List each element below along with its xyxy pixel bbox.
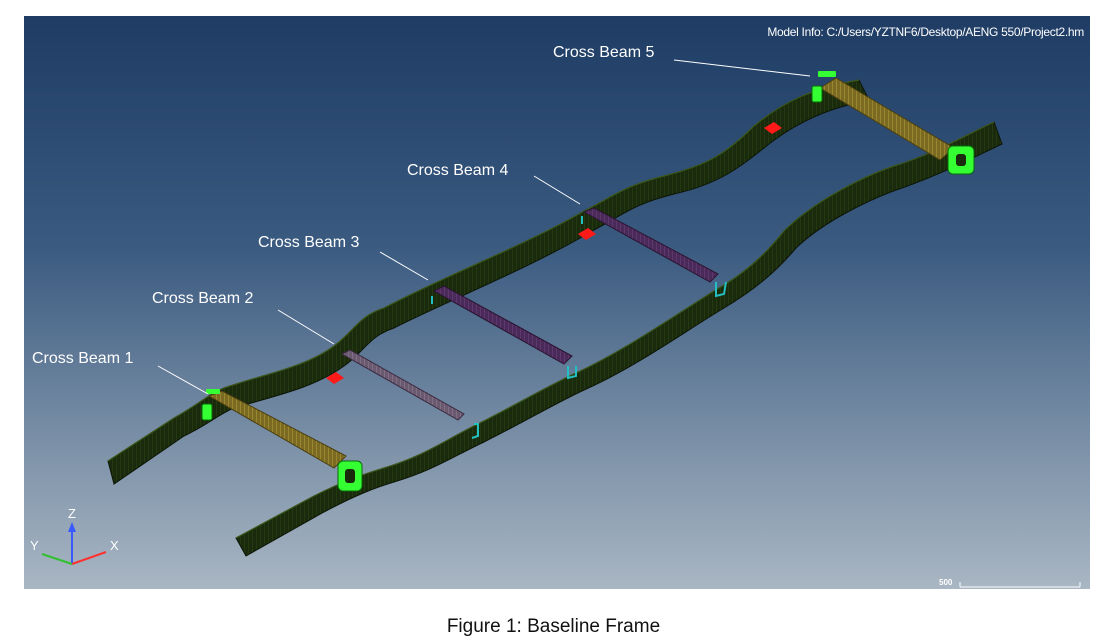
axis-z-label: Z (68, 506, 76, 521)
bracket-cb1-top (206, 389, 220, 394)
scale-label: 500 (939, 578, 953, 587)
right-rail-top-flange (235, 121, 995, 539)
callout-cross-beam-3: Cross Beam 3 (258, 234, 360, 251)
clip-cb4 (715, 281, 727, 298)
marker-cb2 (326, 372, 344, 384)
leader-cb3 (379, 251, 429, 281)
cross-beam-2 (340, 349, 465, 421)
marker-cb4 (578, 228, 596, 240)
left-rail-top-flange (107, 79, 860, 462)
cross-beam-5 (819, 77, 955, 161)
frame-model[interactable] (24, 16, 1090, 589)
graphics-viewport[interactable]: Model Info: C:/Users/YZTNF6/Desktop/AENG… (24, 16, 1090, 589)
leader-cb4 (533, 175, 581, 205)
cross-beam-4 (582, 207, 719, 283)
axis-x-label: X (110, 538, 119, 553)
scale-bar (959, 582, 1081, 588)
clip-cb3 (567, 366, 577, 380)
callout-cross-beam-1: Cross Beam 1 (32, 350, 134, 367)
axis-y-label: Y (30, 538, 39, 553)
bracket-cb5-top (818, 71, 836, 77)
callout-cross-beam-2: Cross Beam 2 (152, 290, 254, 307)
bracket-cb1-left (201, 403, 213, 421)
cross-beam-3 (432, 285, 573, 365)
leader-cb5 (673, 59, 811, 77)
clip-cb2 (471, 423, 479, 439)
leader-cb1 (157, 365, 209, 395)
callout-cross-beam-5: Cross Beam 5 (553, 44, 655, 61)
bracket-cb5-left (811, 85, 823, 103)
marker-cb5 (764, 122, 782, 134)
callout-cross-beam-4: Cross Beam 4 (407, 162, 509, 179)
axis-triad (41, 522, 107, 565)
leader-cb2 (277, 309, 335, 345)
model-info-text: Model Info: C:/Users/YZTNF6/Desktop/AENG… (767, 25, 1084, 39)
cross-beam-1 (207, 390, 347, 469)
figure-caption: Figure 1: Baseline Frame (446, 616, 661, 637)
